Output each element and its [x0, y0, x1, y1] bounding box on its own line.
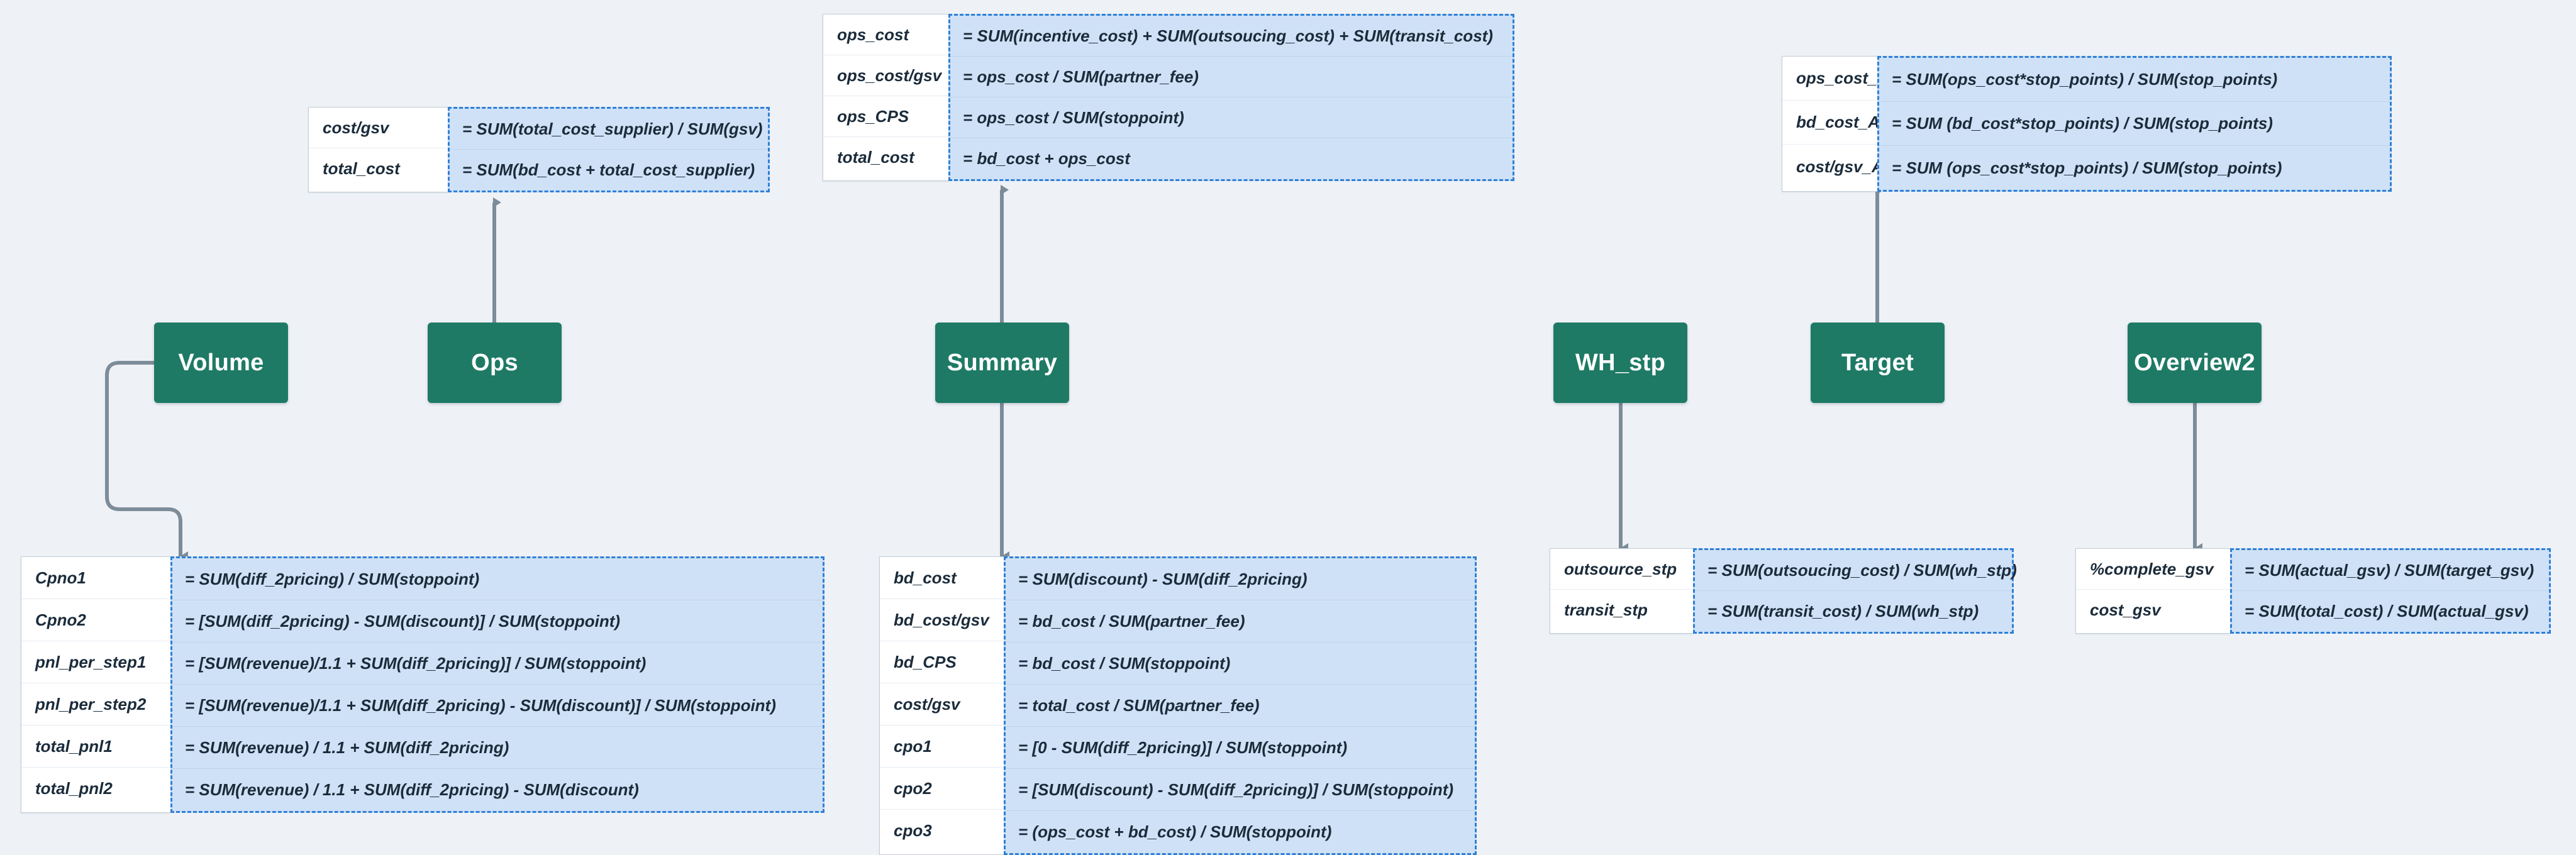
formula-key: cpo3 — [894, 821, 932, 840]
formula-value: = SUM(diff_2pricing) / SUM(stoppoint) — [172, 558, 823, 600]
formula-key: cpo1 — [880, 725, 1004, 768]
formula-key: total_cost — [837, 148, 914, 167]
formula-table-keys: cost/gsv total_cost — [308, 107, 448, 192]
formula-value: = SUM(discount) - SUM(diff_2pricing) — [1006, 558, 1475, 600]
formula-value: = SUM(total_cost_supplier) / SUM(gsv) — [450, 109, 768, 150]
formula-table-values: = SUM(discount) - SUM(diff_2pricing) = b… — [1004, 556, 1477, 855]
formula-key: ops_cost_AOP — [1782, 57, 1913, 101]
node-volume[interactable]: Volume — [154, 323, 288, 403]
formula-table-values: = SUM(actual_gsv) / SUM(target_gsv) = SU… — [2230, 548, 2551, 634]
formula-key: %complete_gsv — [2076, 549, 2230, 590]
formula-key: Cpno1 — [21, 557, 170, 599]
formula-table-summary-top: ops_cost ops_cost/gsv ops_CPS total_cost… — [823, 14, 1514, 181]
formula-table-values: = SUM(ops_cost*stop_points) / SUM(stop_p… — [1877, 56, 2392, 192]
formula-value: = SUM(outsoucing_cost) / SUM(wh_stp) — [1695, 550, 2017, 591]
node-summary[interactable]: Summary — [935, 323, 1069, 403]
formula-key: bd_cost — [880, 557, 1004, 599]
node-target[interactable]: Target — [1811, 323, 1945, 403]
formula-table-target-top: ops_cost_AOP bd_cost_AOP cost/gsv_AOP = … — [1782, 56, 2392, 192]
node-label: Ops — [471, 349, 518, 376]
formula-table-summary-bottom: bd_cost bd_cost/gsv bd_CPS cost/gsv cpo1… — [879, 556, 1477, 855]
formula-value: = [SUM(diff_2pricing) - SUM(discount)] /… — [172, 600, 823, 643]
formula-key: ops_CPS — [823, 96, 948, 137]
formula-key: cost/gsv_AOP — [1796, 157, 1907, 176]
formula-value: = total_cost / SUM(partner_fee) — [1006, 685, 1475, 727]
formula-key: bd_cost_AOP — [1782, 101, 1904, 145]
formula-value: = SUM(transit_cost) / SUM(wh_stp) — [1707, 602, 1979, 621]
formula-key: pnl_per_step1 — [21, 641, 170, 683]
formula-key: Cpno2 — [21, 599, 170, 641]
formula-value: = SUM(revenue) / 1.1 + SUM(diff_2pricing… — [172, 727, 823, 769]
formula-key: cost/gsv — [880, 683, 1004, 725]
formula-value: = [SUM(discount) - SUM(diff_2pricing)] /… — [1006, 769, 1475, 811]
formula-key: ops_cost/gsv — [823, 55, 948, 96]
formula-value: = ops_cost / SUM(stoppoint) — [950, 97, 1513, 138]
formula-key: outsource_stp — [1550, 549, 1693, 590]
formula-value: = SUM(actual_gsv) / SUM(target_gsv) — [2232, 550, 2549, 591]
formula-key: total_cost — [323, 159, 400, 178]
formula-table-volume-bottom: Cpno1 Cpno2 pnl_per_step1 pnl_per_step2 … — [21, 556, 824, 813]
node-label: Summary — [947, 349, 1058, 376]
formula-table-values: = SUM(total_cost_supplier) / SUM(gsv) = … — [448, 107, 770, 192]
formula-table-keys: bd_cost bd_cost/gsv bd_CPS cost/gsv cpo1… — [879, 556, 1004, 855]
formula-value: = SUM(revenue) / 1.1 + SUM(diff_2pricing… — [185, 780, 639, 799]
formula-table-keys: ops_cost_AOP bd_cost_AOP cost/gsv_AOP — [1782, 56, 1913, 192]
node-ops[interactable]: Ops — [428, 323, 562, 403]
node-label: Volume — [178, 349, 264, 376]
formula-table-keys: %complete_gsv cost_gsv — [2075, 548, 2230, 634]
formula-table-keys: Cpno1 Cpno2 pnl_per_step1 pnl_per_step2 … — [21, 556, 170, 813]
formula-table-ops-top: cost/gsv total_cost = SUM(total_cost_sup… — [308, 107, 770, 192]
formula-key: ops_cost — [823, 14, 948, 55]
formula-table-keys: outsource_stp transit_stp — [1550, 548, 1693, 634]
formula-value: = [SUM(revenue)/1.1 + SUM(diff_2pricing)… — [172, 685, 823, 727]
formula-value: = SUM(total_cost) / SUM(actual_gsv) — [2245, 602, 2529, 621]
formula-key: bd_CPS — [880, 641, 1004, 683]
formula-key: cpo2 — [880, 768, 1004, 810]
node-label: Target — [1841, 349, 1914, 376]
formula-table-whstp-bottom: outsource_stp transit_stp = SUM(outsouci… — [1550, 548, 2017, 634]
formula-table-overview2-bottom: %complete_gsv cost_gsv = SUM(actual_gsv)… — [2075, 548, 2551, 634]
formula-table-values: = SUM(outsoucing_cost) / SUM(wh_stp) = S… — [1693, 548, 2017, 634]
formula-key: total_pnl1 — [21, 725, 170, 768]
formula-value: = [0 - SUM(diff_2pricing)] / SUM(stoppoi… — [1006, 727, 1475, 769]
formula-value: = [SUM(revenue)/1.1 + SUM(diff_2pricing)… — [172, 643, 823, 685]
formula-table-values: = SUM(incentive_cost) + SUM(outsoucing_c… — [948, 14, 1514, 181]
formula-value: = SUM(bd_cost + total_cost_supplier) — [462, 160, 755, 179]
node-wh-stp[interactable]: WH_stp — [1553, 323, 1687, 403]
formula-key: cost_gsv — [2090, 600, 2161, 619]
formula-value: = SUM(incentive_cost) + SUM(outsoucing_c… — [950, 16, 1513, 57]
diagram-canvas: cost/gsv total_cost = SUM(total_cost_sup… — [21, 14, 2551, 855]
formula-value: = bd_cost / SUM(partner_fee) — [1006, 600, 1475, 643]
node-label: WH_stp — [1575, 349, 1666, 376]
node-overview2[interactable]: Overview2 — [2128, 323, 2262, 403]
formula-value: = SUM (ops_cost*stop_points) / SUM(stop_… — [1892, 158, 2282, 177]
formula-table-values: = SUM(diff_2pricing) / SUM(stoppoint) = … — [170, 556, 824, 813]
node-label: Overview2 — [2134, 349, 2255, 376]
formula-value: = ops_cost / SUM(partner_fee) — [950, 57, 1513, 97]
formula-value: = SUM (bd_cost*stop_points) / SUM(stop_p… — [1879, 102, 2390, 146]
formula-value: = bd_cost / SUM(stoppoint) — [1006, 643, 1475, 685]
formula-key: total_pnl2 — [35, 779, 113, 798]
formula-value: = SUM(ops_cost*stop_points) / SUM(stop_p… — [1879, 58, 2390, 102]
formula-key: bd_cost/gsv — [880, 599, 1004, 641]
formula-value: = bd_cost + ops_cost — [963, 149, 1130, 168]
formula-key: cost/gsv — [309, 108, 448, 148]
formula-key: pnl_per_step2 — [21, 683, 170, 725]
formula-table-keys: ops_cost ops_cost/gsv ops_CPS total_cost — [823, 14, 948, 181]
formula-key: transit_stp — [1564, 600, 1648, 619]
